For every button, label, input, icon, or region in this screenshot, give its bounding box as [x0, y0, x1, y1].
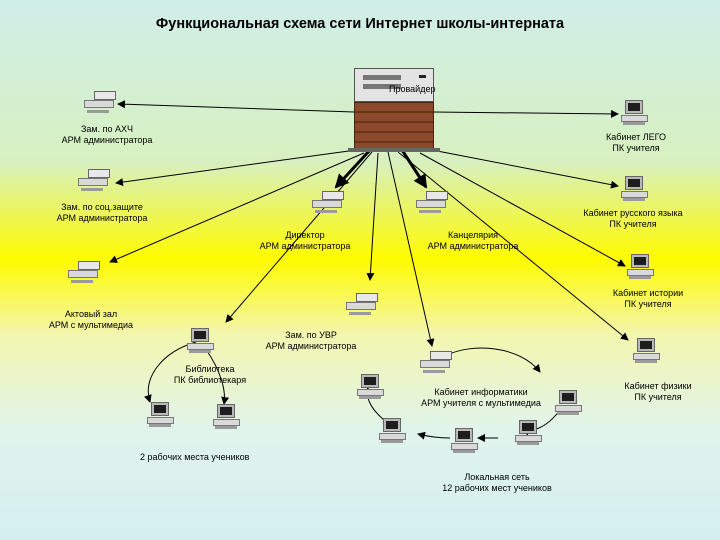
diagram-title: Функциональная схема сети Интернет школы… — [155, 16, 565, 32]
link-informatics — [387, 151, 435, 347]
computer-icon — [450, 428, 480, 454]
link-office — [400, 149, 428, 189]
library-curve-1 — [143, 341, 197, 403]
computer-icon — [186, 328, 216, 354]
link-zam-soc — [115, 149, 357, 187]
computer-icon — [420, 348, 452, 374]
computer-icon — [78, 166, 110, 192]
computer-icon — [626, 254, 656, 280]
computer-icon — [620, 100, 650, 126]
link-director — [334, 148, 372, 189]
label-zam-uvr: Зам. по УВР АРМ администратора — [265, 330, 357, 351]
computer-icon — [378, 418, 408, 444]
label-physics: Кабинет физики ПК учителя — [624, 381, 692, 402]
label-russian: Кабинет русского языка ПК учителя — [583, 208, 683, 229]
link-russian — [431, 149, 619, 189]
label-hall: Актовый зал АРМ с мультимедиа — [48, 309, 134, 330]
lan-loop-a — [444, 347, 541, 373]
label-library: Библиотека ПК библиотекаря — [173, 364, 247, 385]
link-zam-ahch — [117, 100, 355, 113]
label-director: Директор АРМ администратора — [259, 230, 351, 251]
link-lego — [433, 109, 619, 118]
computer-icon — [346, 290, 378, 316]
link-library — [232, 152, 372, 300]
computer-icon — [212, 404, 242, 430]
label-lan: Локальная сеть 12 рабочих мест учеников — [442, 472, 552, 493]
computer-icon — [632, 338, 662, 364]
lan-loop-d — [417, 431, 451, 440]
label-informatics: Кабинет информатики АРМ учителя с мульти… — [421, 387, 541, 408]
library-curve-2 — [204, 347, 230, 405]
computer-icon — [146, 402, 176, 428]
label-students2: 2 рабочих места учеников — [140, 452, 250, 462]
computer-icon — [416, 188, 448, 214]
computer-icon — [84, 88, 116, 114]
label-history: Кабинет истории ПК учителя — [612, 288, 684, 309]
label-lego: Кабинет ЛЕГО ПК учителя — [605, 132, 666, 153]
label-zam-ahch: Зам. по АХЧ АРМ администратора — [61, 124, 153, 145]
link-hall — [109, 152, 365, 263]
computer-icon — [514, 420, 544, 446]
computer-icon — [68, 258, 100, 284]
link-history — [419, 152, 626, 267]
label-zam-soc: Зам. по соц.защите АРМ администратора — [56, 202, 148, 223]
provider-label: Провайдер — [389, 84, 436, 94]
label-office: Канцелярия АРМ администратора — [427, 230, 519, 251]
link-physics — [397, 151, 629, 341]
computer-icon — [620, 176, 650, 202]
computer-icon — [554, 390, 584, 416]
link-zam-uvr — [366, 152, 379, 281]
computer-icon — [312, 188, 344, 214]
server-icon — [348, 68, 440, 152]
computer-icon — [356, 374, 386, 400]
